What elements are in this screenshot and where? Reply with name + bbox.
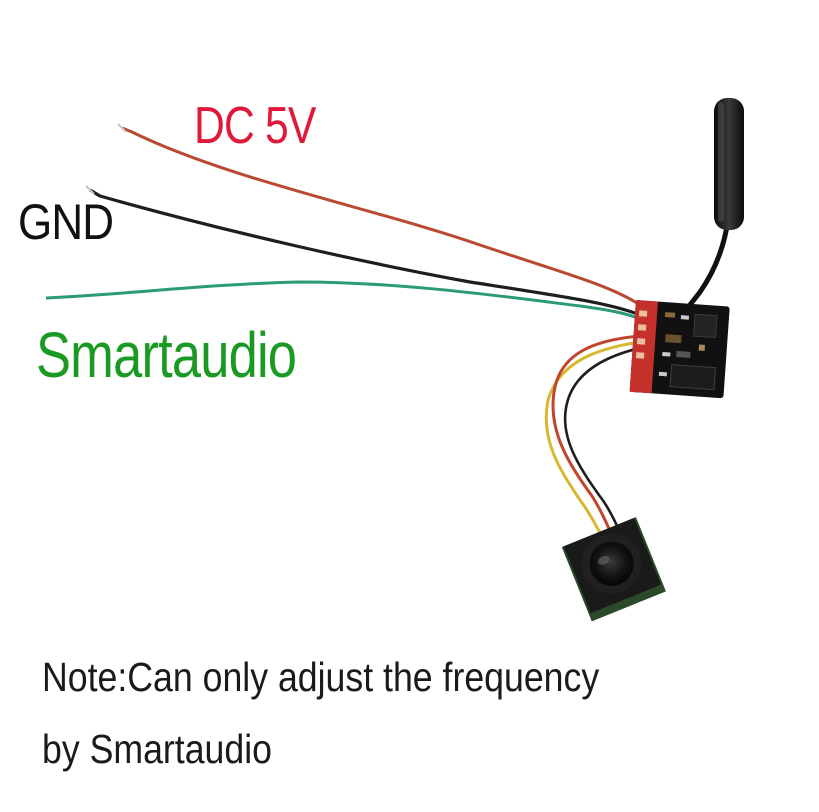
green-wire (45, 280, 643, 322)
red-wire (121, 126, 641, 307)
note-line-2: by Smartaudio (42, 726, 272, 772)
red-wire-tip (117, 123, 127, 133)
dc-5v-label: DC 5V (194, 97, 316, 155)
gnd-label: GND (18, 194, 114, 250)
yellow-wire (544, 340, 641, 541)
vtx-board (629, 300, 730, 399)
note-line-1: Note:Can only adjust the frequency (42, 654, 600, 700)
camera-red-wire (551, 334, 641, 537)
camera-module (561, 517, 666, 622)
camera-black-wire (563, 346, 641, 533)
note-band (0, 640, 819, 812)
smartaudio-label: Smartaudio (36, 319, 297, 391)
black-wire-tip (85, 185, 95, 195)
antenna-cable (685, 219, 731, 310)
black-wire (89, 188, 641, 317)
